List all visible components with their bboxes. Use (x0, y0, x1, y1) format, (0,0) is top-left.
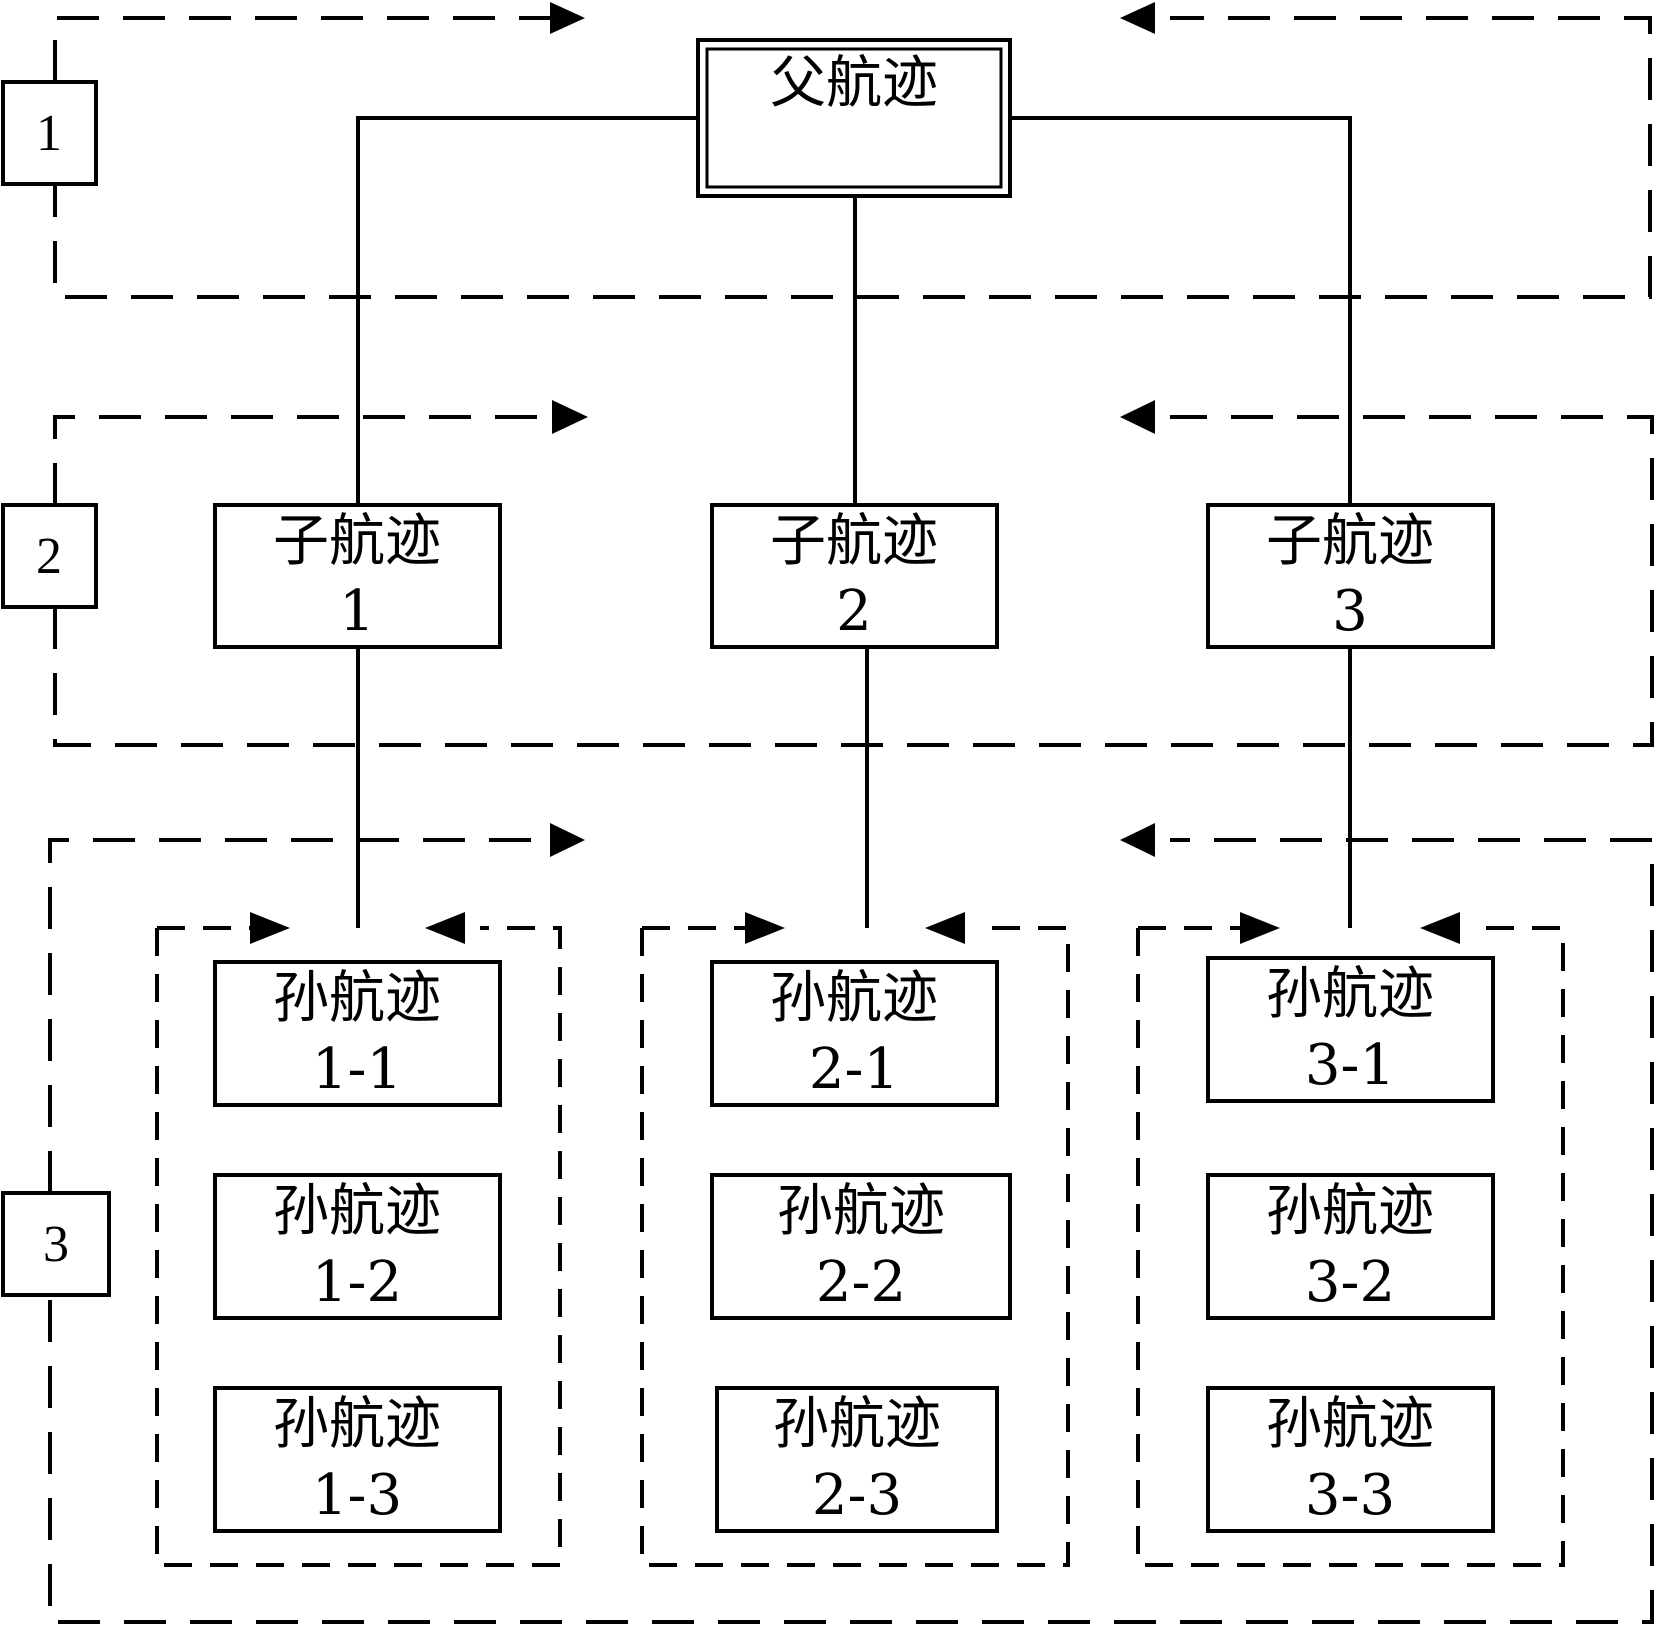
grandchild-track-node-2-1: 孙航迹 2-1 (710, 960, 999, 1107)
grandchild-track-id: 3-3 (1305, 1463, 1395, 1528)
child-track-node-3: 子航迹 3 (1206, 503, 1495, 649)
group-2-region (640, 912, 1070, 1567)
grandchild-track-node-2-2: 孙航迹 2-2 (710, 1173, 1012, 1320)
grandchild-track-title: 孙航迹 (1266, 1392, 1434, 1457)
grandchild-track-node-3-3: 孙航迹 3-3 (1206, 1386, 1495, 1533)
level-1-region (53, 2, 1652, 299)
grandchild-track-node-2-3: 孙航迹 2-3 (715, 1386, 999, 1533)
group-3-region (1136, 912, 1565, 1567)
arrow-left-icon (425, 912, 465, 944)
arrow-right-icon (1240, 912, 1280, 944)
child-track-id: 1 (339, 579, 375, 644)
level-label-text: 1 (36, 105, 62, 162)
grandchild-track-id: 3-1 (1305, 1033, 1395, 1098)
grandchild-track-id: 1-3 (312, 1463, 402, 1528)
grandchild-track-title: 孙航迹 (770, 966, 938, 1031)
grandchild-track-title: 孙航迹 (273, 966, 441, 1031)
connector-parent-child-3 (1010, 116, 1352, 505)
arrow-left-icon (1420, 912, 1460, 944)
grandchild-track-title: 孙航迹 (273, 1179, 441, 1244)
child-track-title: 子航迹 (273, 509, 441, 574)
grandchild-track-node-3-2: 孙航迹 3-2 (1206, 1173, 1495, 1320)
level-label-text: 2 (36, 528, 62, 585)
connector-parent-child-1 (356, 116, 700, 505)
grandchild-track-title: 孙航迹 (1266, 1179, 1434, 1244)
arrow-right-icon (745, 912, 785, 944)
grandchild-track-node-1-2: 孙航迹 1-2 (213, 1173, 502, 1320)
child-track-title: 子航迹 (1266, 509, 1434, 574)
child-track-id: 3 (1332, 579, 1368, 644)
arrow-right-icon (250, 912, 290, 944)
child-track-title: 子航迹 (770, 509, 938, 574)
grandchild-track-node-1-3: 孙航迹 1-3 (213, 1386, 502, 1533)
level-label-text: 3 (43, 1216, 69, 1273)
grandchild-track-id: 2-1 (809, 1037, 899, 1102)
grandchild-track-title: 孙航迹 (1266, 962, 1434, 1027)
arrow-right-icon (552, 400, 588, 434)
parent-track-title: 父航迹 (770, 51, 938, 116)
connectors (356, 116, 1352, 928)
grandchild-track-id: 2-3 (812, 1463, 902, 1528)
arrow-left-icon (1120, 400, 1155, 434)
grandchild-track-id: 2-2 (816, 1250, 906, 1315)
arrow-right-icon (550, 2, 585, 34)
parent-track-node: 父航迹 (696, 38, 1012, 198)
grandchild-track-node-1-1: 孙航迹 1-1 (213, 960, 502, 1107)
level-label-2: 2 (1, 503, 98, 609)
grandchild-track-title: 孙航迹 (773, 1392, 941, 1457)
level-2-region (53, 400, 1654, 747)
grandchild-track-title: 孙航迹 (777, 1179, 945, 1244)
arrow-left-icon (1120, 2, 1155, 34)
grandchild-track-id: 1-1 (312, 1037, 402, 1102)
group-1-region (155, 912, 562, 1567)
level-label-1: 1 (1, 80, 98, 186)
arrow-left-icon (1120, 823, 1155, 857)
grandchild-track-title: 孙航迹 (273, 1392, 441, 1457)
grandchild-track-id: 1-2 (312, 1250, 402, 1315)
level-label-3: 3 (1, 1191, 111, 1297)
arrow-left-icon (925, 912, 965, 944)
child-track-id: 2 (836, 579, 872, 644)
child-track-node-1: 子航迹 1 (213, 503, 502, 649)
child-track-node-2: 子航迹 2 (710, 503, 999, 649)
grandchild-track-id: 3-2 (1305, 1250, 1395, 1315)
arrow-right-icon (550, 823, 585, 857)
level-3-region (48, 823, 1654, 1624)
grandchild-track-node-3-1: 孙航迹 3-1 (1206, 956, 1495, 1103)
